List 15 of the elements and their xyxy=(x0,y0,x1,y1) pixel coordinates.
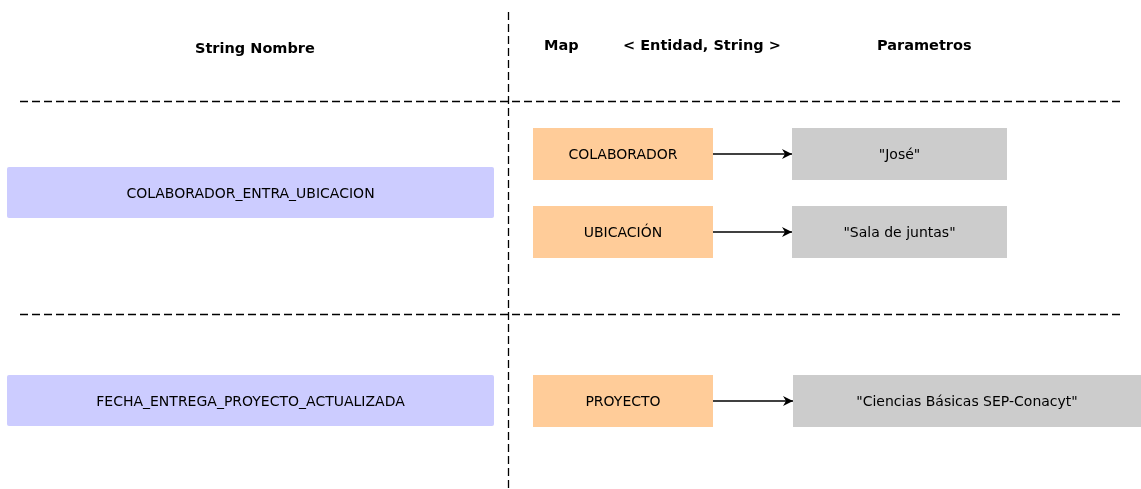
arrow xyxy=(712,227,793,237)
arrow xyxy=(712,149,793,159)
value-box: "Ciencias Básicas SEP-Conacyt" xyxy=(793,375,1141,427)
column-header: Map xyxy=(544,37,579,53)
key-box: COLABORADOR xyxy=(533,128,713,180)
column-header: < Entidad, String > xyxy=(623,37,781,53)
arrow xyxy=(712,396,794,406)
value-box: "Sala de juntas" xyxy=(792,206,1007,258)
column-header: String Nombre xyxy=(195,40,315,56)
key-box: PROYECTO xyxy=(533,375,713,427)
column-header: Parametros xyxy=(877,37,972,53)
value-box: "José" xyxy=(792,128,1007,180)
name-box: FECHA_ENTREGA_PROYECTO_ACTUALIZADA xyxy=(7,375,494,426)
name-box: COLABORADOR_ENTRA_UBICACION xyxy=(7,167,494,218)
key-box: UBICACIÓN xyxy=(533,206,713,258)
